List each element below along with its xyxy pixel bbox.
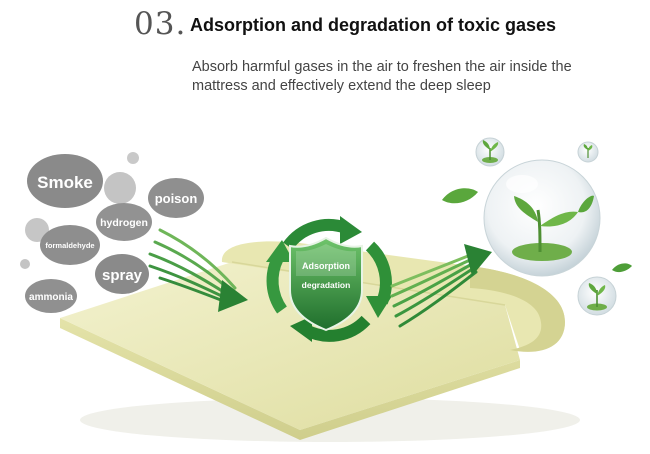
small-bubble <box>104 172 136 204</box>
small-sprout-globe <box>577 141 599 163</box>
shield-line-2: degradation <box>302 280 351 290</box>
formaldehyde-label: formaldehyde <box>45 241 94 250</box>
poison-label: poison <box>155 191 198 206</box>
description-line-2: mattress and effectively extend the deep… <box>192 78 491 94</box>
small-bubble <box>25 218 49 242</box>
shield-line-1: Adsorption <box>302 261 350 271</box>
small-bubble <box>127 152 139 164</box>
section-description: Absorb harmful gases in the air to fresh… <box>192 58 632 96</box>
formaldehyde-bubble <box>40 225 100 265</box>
leaf-icon <box>442 188 478 204</box>
small-sprout-globe <box>577 276 617 316</box>
incoming-arrows <box>148 228 248 312</box>
ammonia-label: ammonia <box>29 292 73 303</box>
poison-bubble <box>148 178 204 218</box>
small-bubble <box>20 259 30 269</box>
smoke-bubble <box>27 154 103 208</box>
spray-label: spray <box>102 267 143 284</box>
hydrogen-bubble <box>96 203 152 241</box>
section-number: 03. <box>134 6 187 42</box>
smoke-label: Smoke <box>37 173 93 192</box>
shield-icon: Adsorption degradation <box>289 236 363 332</box>
description-line-1: Absorb harmful gases in the air to fresh… <box>192 59 572 75</box>
recycle-arrows <box>266 216 392 342</box>
small-sprout-globe <box>475 137 505 167</box>
spray-bubble <box>95 254 149 294</box>
leaf-icon <box>612 263 632 273</box>
hydrogen-label: hydrogen <box>100 217 148 229</box>
ammonia-bubble <box>25 279 77 313</box>
gas-bubbles: Smoke poison hydrogen formaldehyde spray… <box>20 152 204 313</box>
outgoing-arrows <box>390 244 492 328</box>
section-title: Adsorption and degradation of toxic gase… <box>190 15 557 35</box>
leaves <box>442 188 632 273</box>
sprout-globe <box>483 159 601 277</box>
